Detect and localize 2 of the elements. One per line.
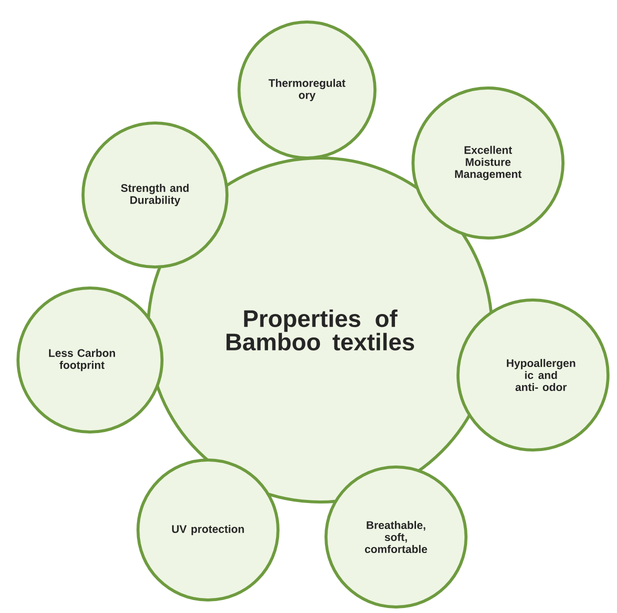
node-label: Hypoallergen ic and anti- odor: [506, 358, 576, 392]
node-label: Breathable, soft, comfortable: [364, 520, 428, 554]
